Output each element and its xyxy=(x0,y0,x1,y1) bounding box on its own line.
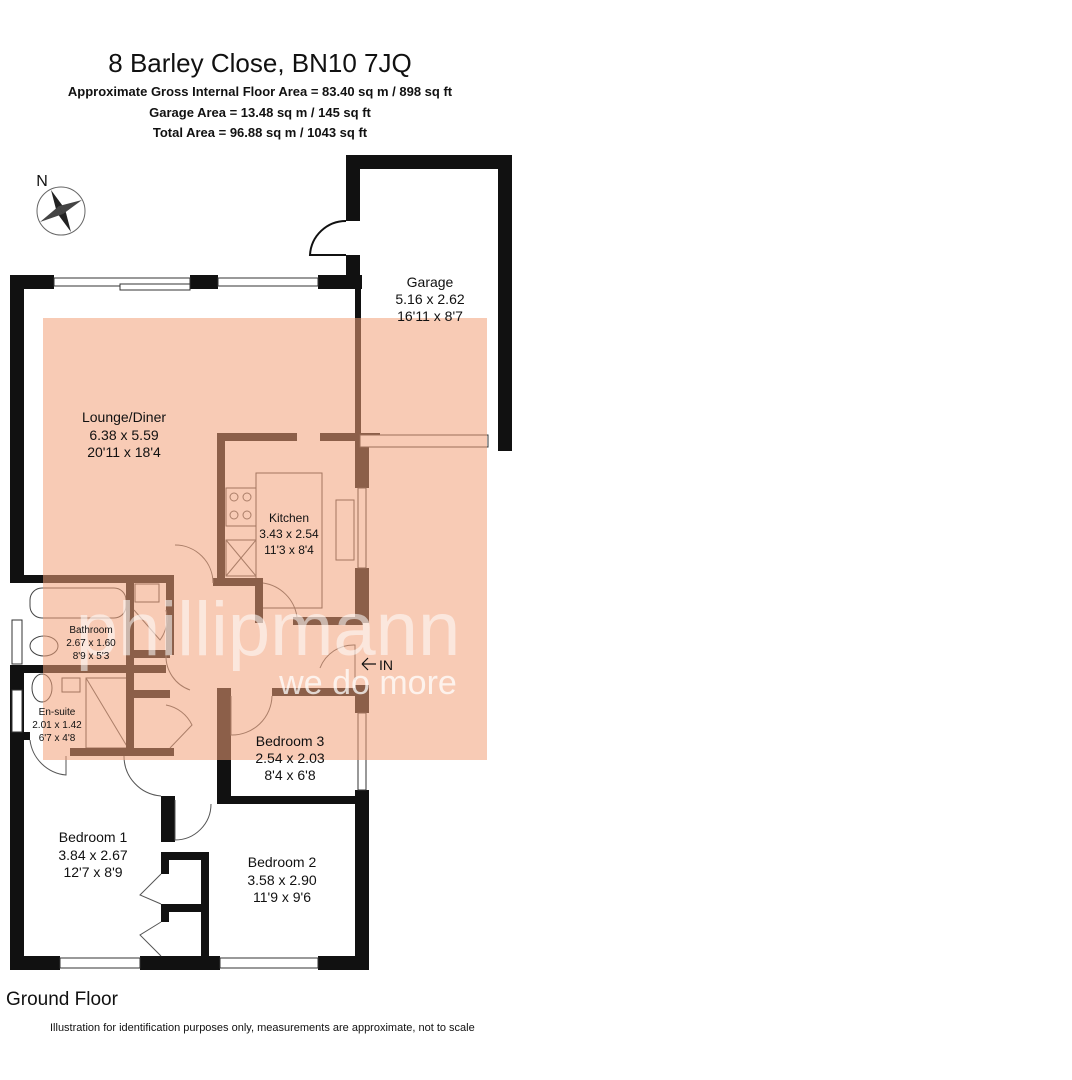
wardrobe-door-1 xyxy=(139,873,162,905)
kitchen-metric: 3.43 x 2.54 xyxy=(259,527,319,541)
entrance-label: IN xyxy=(379,657,393,673)
room-label-ensuite: En-suite 2.01 x 1.42 6'7 x 4'8 xyxy=(32,707,82,744)
plan-title: 8 Barley Close, BN10 7JQ xyxy=(108,48,411,78)
ensuite-window xyxy=(11,689,23,733)
ensuite-metric: 2.01 x 1.42 xyxy=(32,720,82,731)
garage-area-text: Garage Area = 13.48 sq m / 145 sq ft xyxy=(149,105,371,120)
room-label-bedroom2: Bedroom 2 3.58 x 2.90 11'9 x 9'6 xyxy=(247,854,316,905)
total-area-text: Total Area = 96.88 sq m / 1043 sq ft xyxy=(153,125,368,140)
bedroom1-imperial: 12'7 x 8'9 xyxy=(63,864,122,880)
bathroom-imperial: 8'9 x 5'3 xyxy=(73,651,110,662)
bedroom1-name: Bedroom 1 xyxy=(59,829,128,845)
entrance-arrow-icon xyxy=(361,657,376,671)
garage-metric: 5.16 x 2.62 xyxy=(395,291,464,307)
lounge-metric: 6.38 x 5.59 xyxy=(89,427,158,443)
bedroom1-metric: 3.84 x 2.67 xyxy=(58,847,127,863)
watermark-panel xyxy=(43,318,487,760)
disclaimer-text: Illustration for identification purposes… xyxy=(50,1022,475,1034)
entrance-marker: IN xyxy=(361,657,393,673)
wardrobe-door-2 xyxy=(139,921,162,957)
kitchen-name: Kitchen xyxy=(269,511,309,525)
room-label-lounge: Lounge/Diner 6.38 x 5.59 20'11 x 18'4 xyxy=(82,409,166,460)
patio-door xyxy=(119,283,191,291)
compass-north-label: N xyxy=(36,173,48,190)
room-label-garage: Garage 5.16 x 2.62 16'11 x 8'7 xyxy=(395,274,464,324)
bathroom-window xyxy=(11,619,23,665)
ensuite-imperial: 6'7 x 4'8 xyxy=(39,733,76,744)
bathroom-name: Bathroom xyxy=(69,625,112,636)
watermark: phillipmann we do more xyxy=(43,318,487,760)
bedroom2-name: Bedroom 2 xyxy=(248,854,317,870)
bedroom1-window xyxy=(59,957,141,969)
watermark-brand: phillipmann xyxy=(76,587,460,672)
room-label-bathroom: Bathroom 2.67 x 1.60 8'9 x 5'3 xyxy=(66,625,116,662)
ensuite-name: En-suite xyxy=(39,707,76,718)
bedroom2-door xyxy=(174,800,212,841)
gross-area-text: Approximate Gross Internal Floor Area = … xyxy=(68,84,453,99)
lounge-imperial: 20'11 x 18'4 xyxy=(87,444,161,460)
garage-name: Garage xyxy=(407,274,454,290)
floor-label: Ground Floor xyxy=(6,989,119,1010)
garage-side-door xyxy=(308,219,347,256)
compass-icon: N xyxy=(36,173,86,236)
kitchen-imperial: 11'3 x 8'4 xyxy=(264,543,314,557)
bedroom2-imperial: 11'9 x 9'6 xyxy=(253,889,311,905)
lounge-name: Lounge/Diner xyxy=(82,409,166,425)
ensuite-door xyxy=(29,739,67,776)
bedroom2-window xyxy=(219,957,319,969)
bedroom3-metric: 2.54 x 2.03 xyxy=(255,750,324,766)
bedroom2-metric: 3.58 x 2.90 xyxy=(247,872,316,888)
lounge-window-2 xyxy=(217,277,319,287)
bedroom1-door xyxy=(123,755,162,797)
garage-imperial: 16'11 x 8'7 xyxy=(397,308,463,324)
room-label-bedroom3: Bedroom 3 2.54 x 2.03 8'4 x 6'8 xyxy=(255,733,324,783)
room-label-bedroom1: Bedroom 1 3.84 x 2.67 12'7 x 8'9 xyxy=(58,829,127,880)
bedroom3-name: Bedroom 3 xyxy=(256,733,325,749)
room-label-kitchen: Kitchen 3.43 x 2.54 11'3 x 8'4 xyxy=(259,511,319,557)
bathroom-metric: 2.67 x 1.60 xyxy=(66,638,116,649)
bedroom3-imperial: 8'4 x 6'8 xyxy=(264,767,315,783)
